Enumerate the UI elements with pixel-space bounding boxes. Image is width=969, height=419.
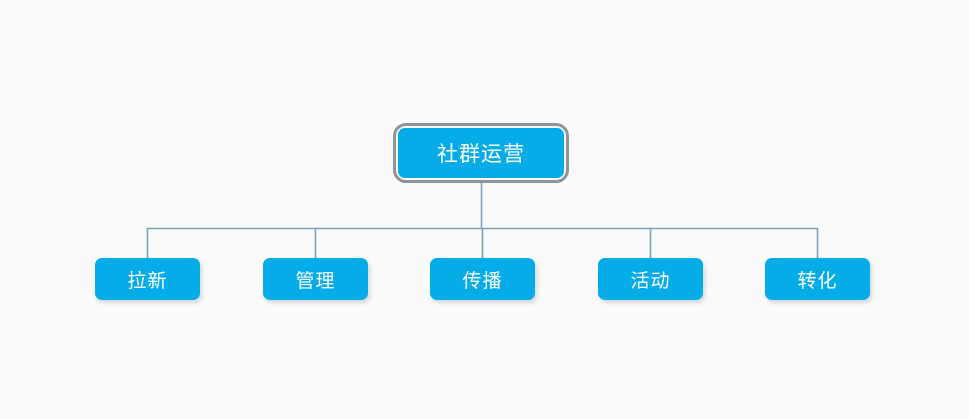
child-node-2[interactable]: 传播 <box>430 258 535 300</box>
child-node-4[interactable]: 转化 <box>765 258 870 300</box>
root-node[interactable]: 社群运营 <box>398 128 564 178</box>
root-node-selection-ring[interactable] <box>393 123 569 183</box>
child-node-1[interactable]: 管理 <box>263 258 368 300</box>
child-node-3[interactable]: 活动 <box>598 258 703 300</box>
child-node-0[interactable]: 拉新 <box>95 258 200 300</box>
